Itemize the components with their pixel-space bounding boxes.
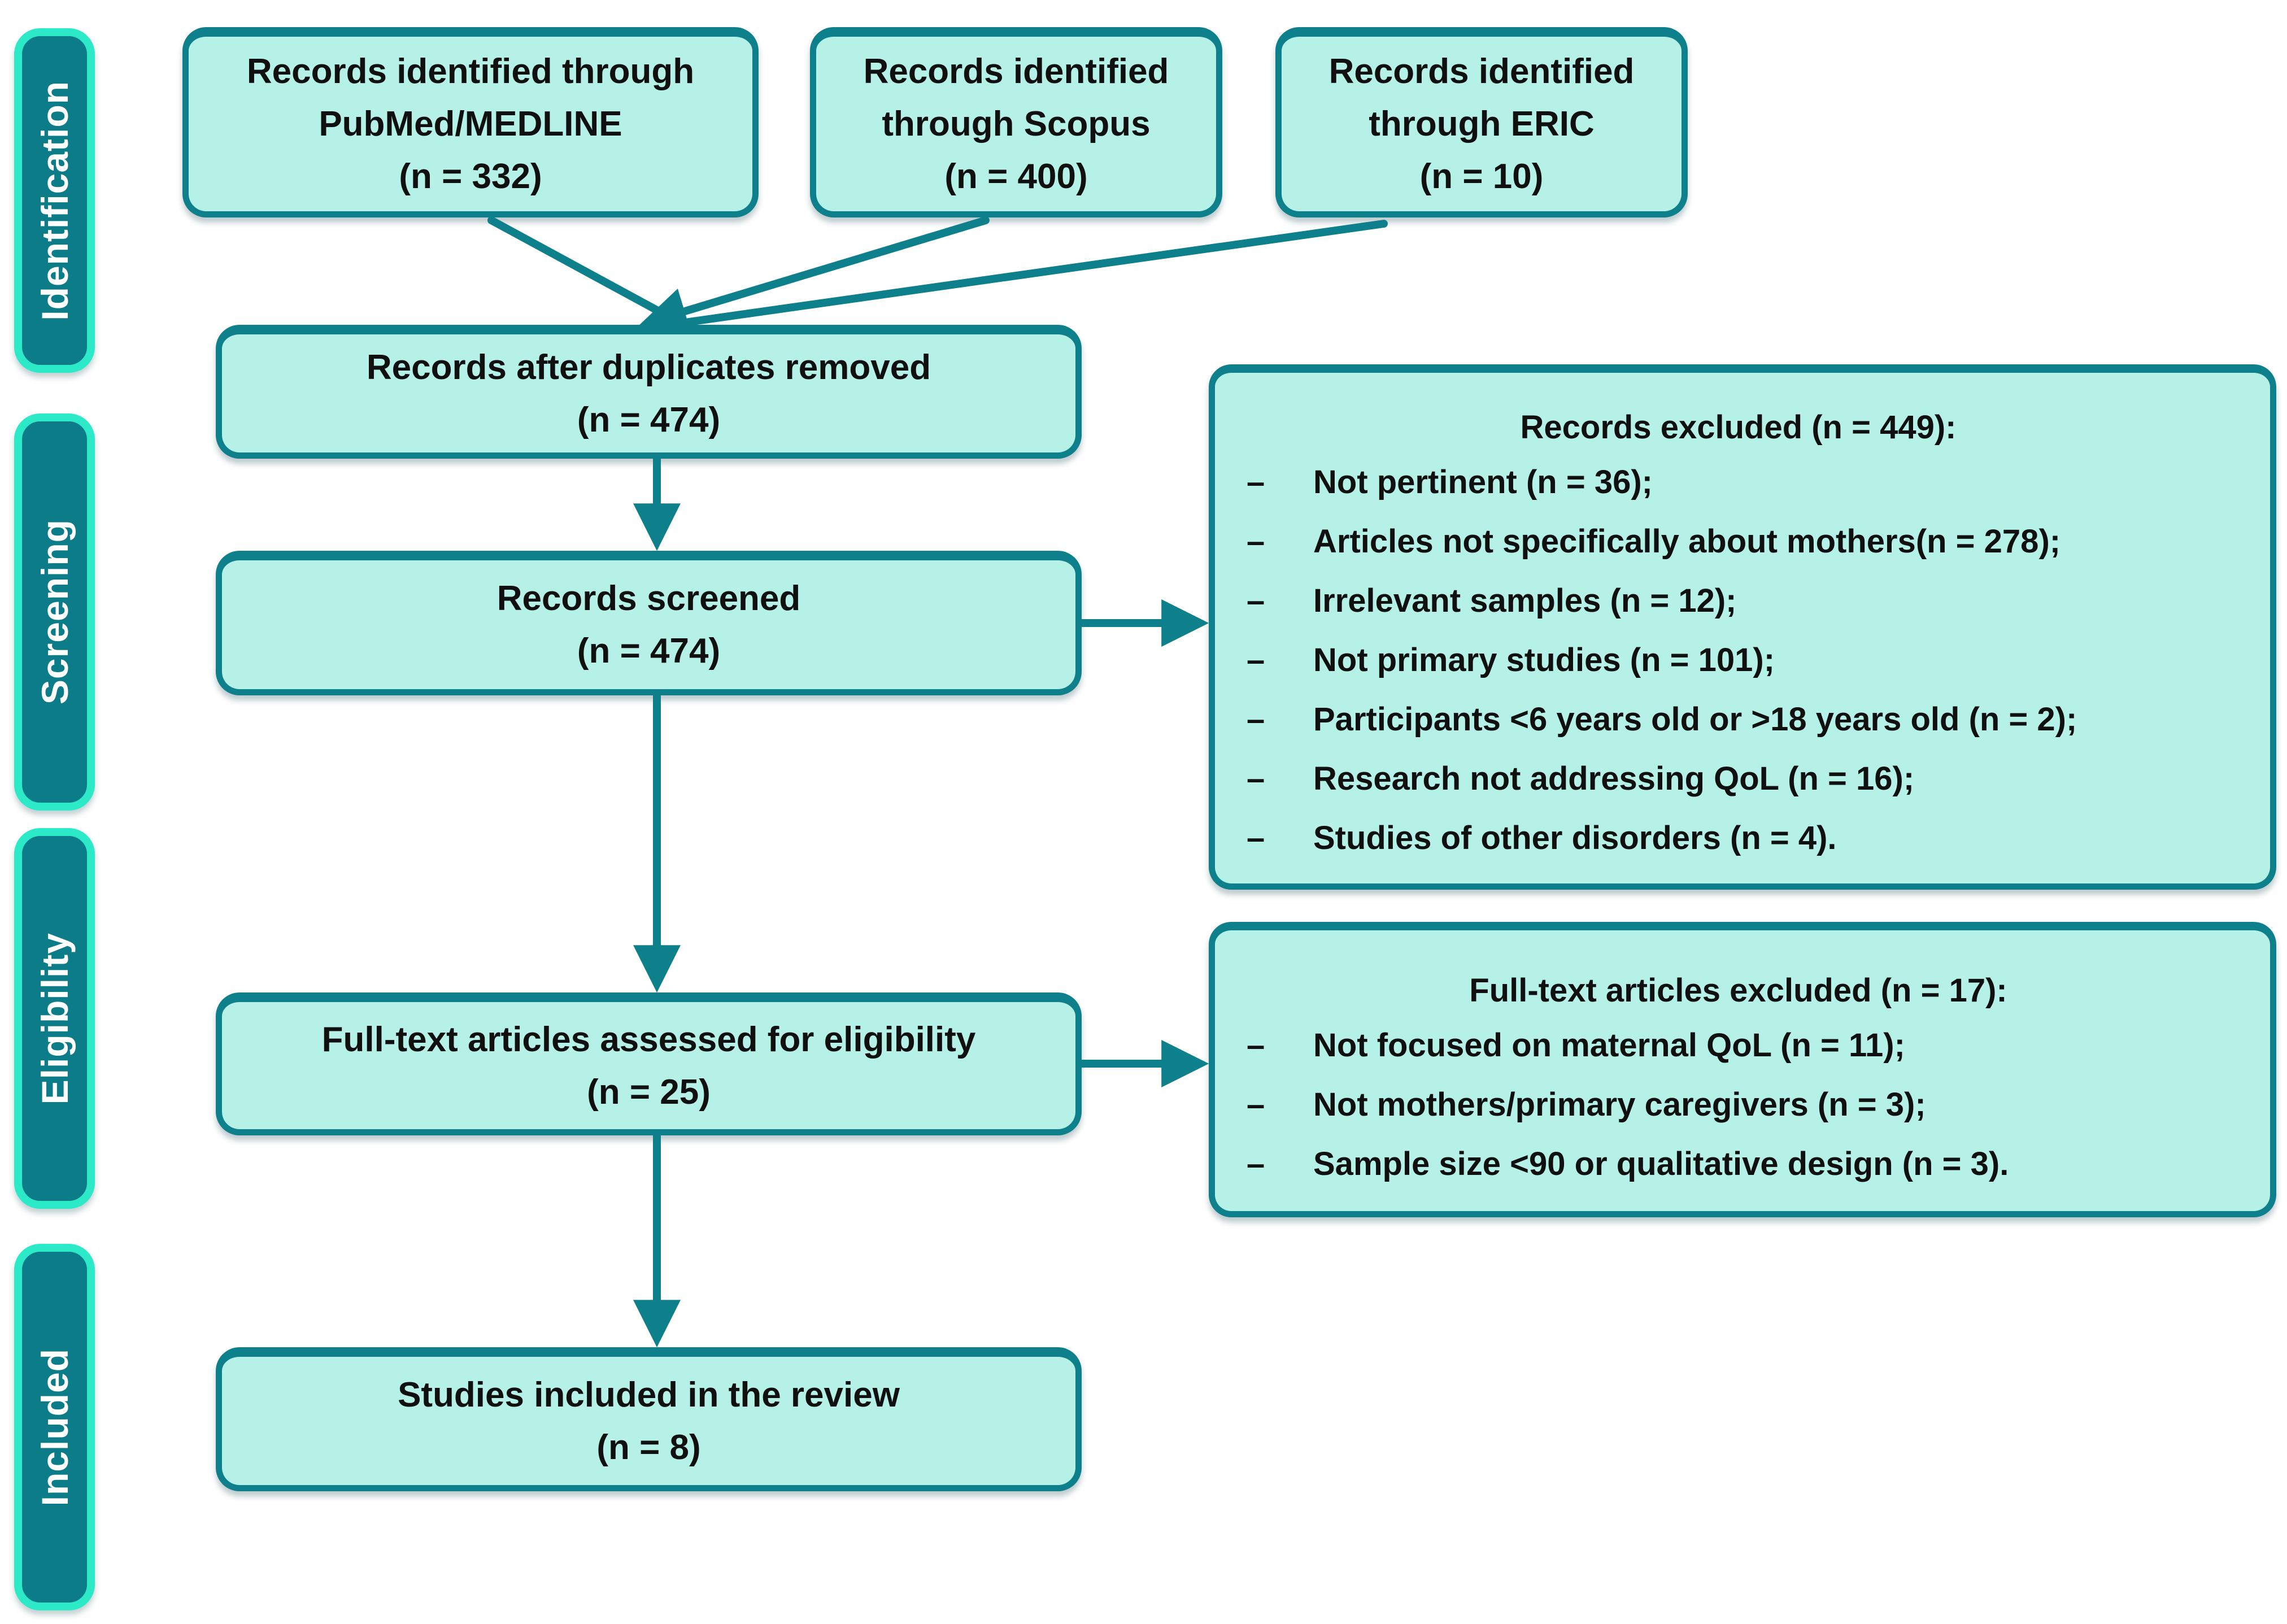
box-studies-included: Studies included in the review (n = 8)	[216, 1347, 1082, 1491]
box-records-scopus-count: (n = 400)	[944, 157, 1088, 196]
bullet-dash: –	[1247, 820, 1265, 856]
box-fulltext-assessed-line1: Full-text articles assessed for eligibil…	[321, 1020, 976, 1059]
box-duplicates-removed: Records after duplicates removed (n = 47…	[216, 325, 1082, 459]
stage-screening-label: Screening	[33, 519, 76, 705]
records-excluded-item-6: Research not addressing QoL (n = 16);	[1313, 760, 1915, 797]
stage-eligibility: Eligibility	[14, 828, 95, 1209]
bullet-dash: –	[1247, 464, 1265, 500]
box-records-eric-line2: through ERIC	[1369, 105, 1595, 143]
box-records-eric-count: (n = 10)	[1419, 157, 1544, 196]
fulltext-excluded-title: Full-text articles excluded (n = 17):	[1469, 972, 2007, 1009]
arrow-eric-to-duplicates	[677, 220, 1388, 327]
fulltext-excluded-item-3: Sample size <90 or qualitative design (n…	[1313, 1146, 2009, 1182]
list-item: – Not focused on maternal QoL (n = 11);	[1238, 1023, 2239, 1068]
bullet-dash: –	[1247, 760, 1265, 797]
stage-screening: Screening	[14, 413, 95, 811]
box-fulltext-assessed: Full-text articles assessed for eligibil…	[216, 992, 1082, 1135]
list-item: – Irrelevant samples (n = 12);	[1238, 578, 2239, 624]
fulltext-excluded-item-2: Not mothers/primary caregivers (n = 3);	[1313, 1086, 1926, 1123]
box-studies-included-line1: Studies included in the review	[398, 1375, 900, 1414]
box-records-scopus: Records identified through Scopus (n = 4…	[810, 27, 1222, 217]
box-records-screened: Records screened (n = 474)	[216, 551, 1082, 695]
list-item: – Not mothers/primary caregivers (n = 3)…	[1238, 1082, 2239, 1127]
box-records-screened-count: (n = 474)	[577, 632, 721, 671]
fulltext-excluded-list: – Not focused on maternal QoL (n = 11); …	[1238, 1023, 2239, 1187]
bullet-dash: –	[1247, 1146, 1265, 1182]
list-item: – Not pertinent (n = 36);	[1238, 460, 2239, 505]
bullet-dash: –	[1247, 1027, 1265, 1064]
arrow-pubmed-to-duplicates	[487, 216, 672, 320]
list-item: – Not primary studies (n = 101);	[1238, 638, 2239, 683]
box-duplicates-removed-line1: Records after duplicates removed	[366, 347, 931, 387]
fulltext-excluded-item-1: Not focused on maternal QoL (n = 11);	[1313, 1027, 1905, 1064]
list-item: – Research not addressing QoL (n = 16);	[1238, 756, 2239, 802]
bullet-dash: –	[1247, 701, 1265, 738]
stage-included: Included	[14, 1244, 95, 1610]
box-records-excluded: Records excluded (n = 449): – Not pertin…	[1209, 364, 2276, 890]
records-excluded-item-4: Not primary studies (n = 101);	[1313, 642, 1775, 678]
list-item: – Articles not specifically about mother…	[1238, 519, 2239, 564]
records-excluded-item-2: Articles not specifically about mothers(…	[1313, 523, 2061, 560]
records-excluded-title: Records excluded (n = 449):	[1520, 409, 1957, 446]
box-records-pubmed-count: (n = 332)	[399, 157, 542, 196]
list-item: – Participants <6 years old or >18 years…	[1238, 697, 2239, 742]
box-records-screened-line1: Records screened	[496, 579, 801, 618]
records-excluded-item-5: Participants <6 years old or >18 years o…	[1313, 701, 2077, 738]
box-fulltext-excluded: Full-text articles excluded (n = 17): – …	[1209, 922, 2276, 1217]
stage-eligibility-label: Eligibility	[33, 932, 76, 1105]
stage-identification: Identification	[14, 28, 95, 373]
records-excluded-list: – Not pertinent (n = 36); – Articles not…	[1238, 460, 2239, 861]
stage-identification-label: Identification	[33, 80, 76, 321]
box-records-pubmed: Records identified through PubMed/MEDLIN…	[182, 27, 759, 217]
box-records-scopus-line1: Records identified	[863, 52, 1169, 91]
stage-included-label: Included	[33, 1348, 76, 1507]
records-excluded-item-3: Irrelevant samples (n = 12);	[1313, 582, 1737, 619]
box-records-eric: Records identified through ERIC (n = 10)	[1275, 27, 1688, 217]
records-excluded-item-1: Not pertinent (n = 36);	[1313, 464, 1653, 500]
records-excluded-item-7: Studies of other disorders (n = 4).	[1313, 820, 1837, 856]
bullet-dash: –	[1247, 582, 1265, 619]
box-records-eric-line1: Records identified	[1328, 52, 1635, 91]
bullet-dash: –	[1247, 1086, 1265, 1123]
box-records-pubmed-line2: PubMed/MEDLINE	[319, 105, 622, 143]
arrow-scopus-to-duplicates	[639, 216, 990, 334]
box-duplicates-removed-count: (n = 474)	[577, 400, 721, 439]
bullet-dash: –	[1247, 523, 1265, 560]
box-studies-included-count: (n = 8)	[596, 1427, 701, 1467]
list-item: – Studies of other disorders (n = 4).	[1238, 816, 2239, 861]
list-item: – Sample size <90 or qualitative design …	[1238, 1142, 2239, 1187]
box-fulltext-assessed-count: (n = 25)	[587, 1072, 711, 1112]
bullet-dash: –	[1247, 642, 1265, 678]
box-records-pubmed-line1: Records identified through	[246, 52, 695, 91]
box-records-scopus-line2: through Scopus	[882, 105, 1151, 143]
